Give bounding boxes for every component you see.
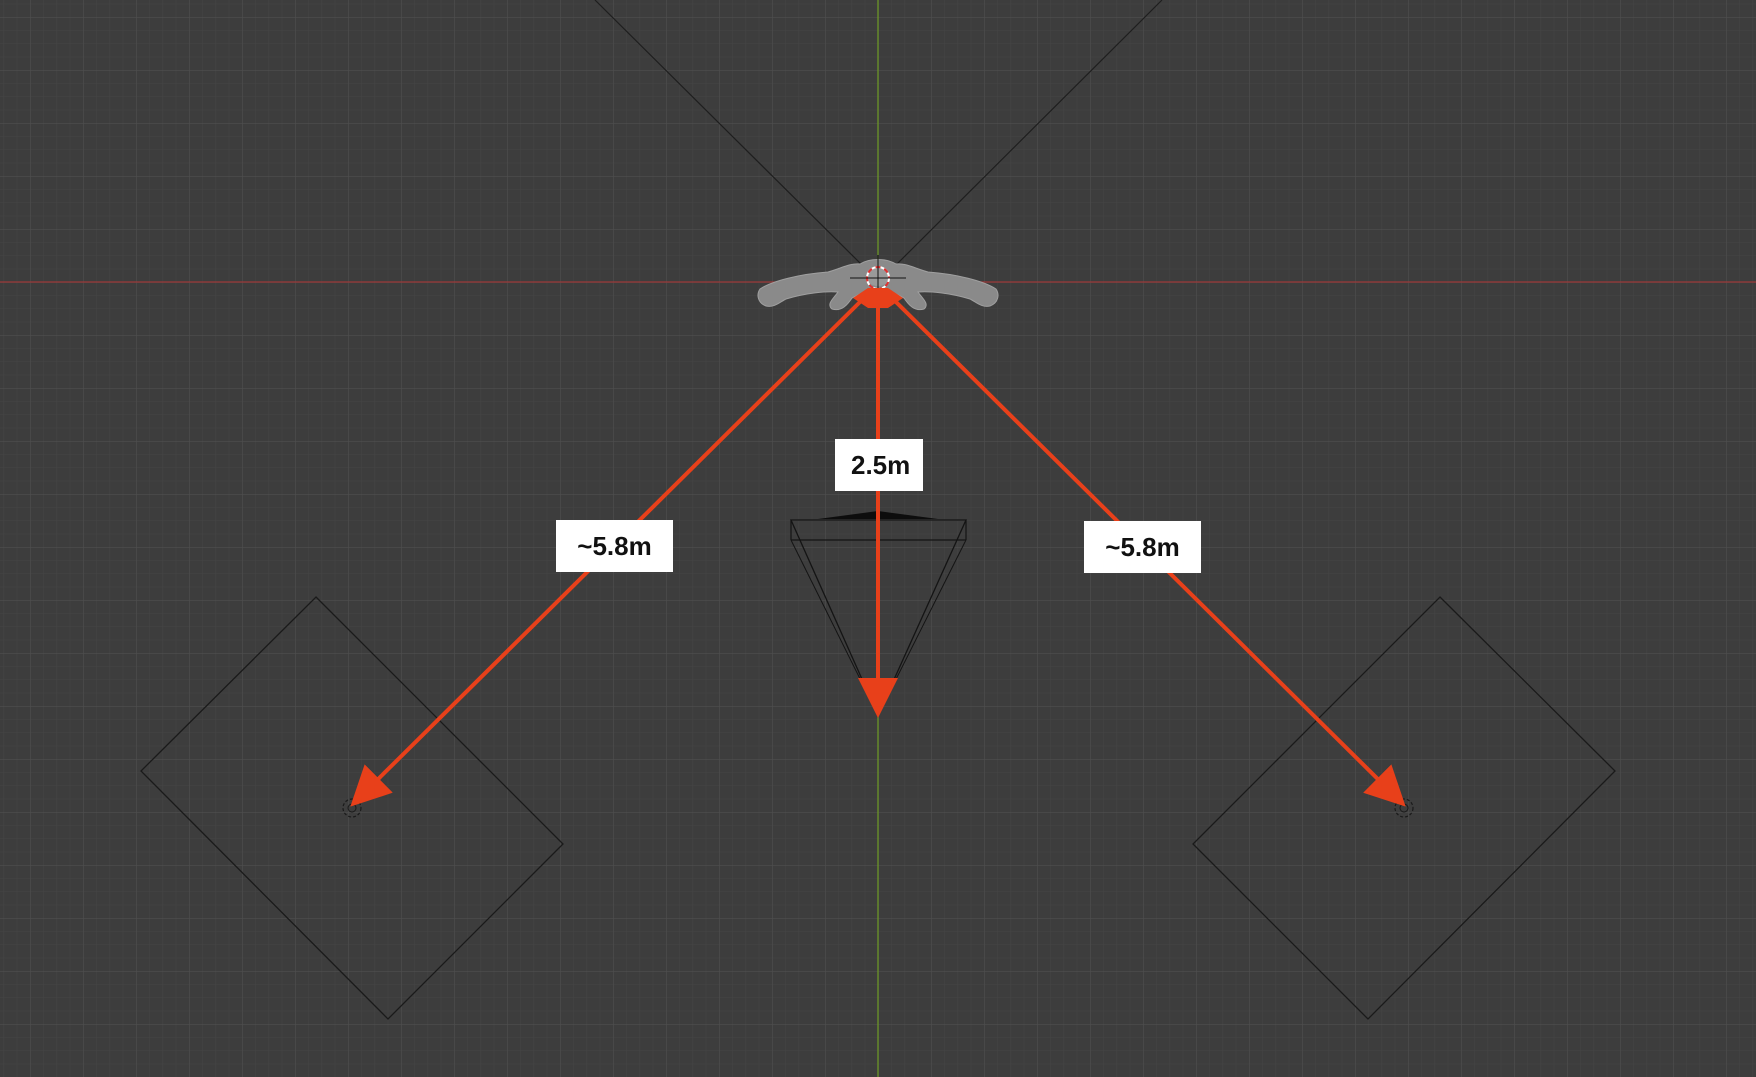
arrow-origin-marker: [853, 288, 903, 308]
distance-label-left-light: ~5.8m: [556, 520, 673, 572]
distance-label-right-light: ~5.8m: [1084, 521, 1201, 573]
guide-line-right: [895, 0, 1163, 266]
area-light-left-outline[interactable]: [140, 596, 564, 1020]
area-light-right-outline[interactable]: [1192, 596, 1616, 1020]
guide-line-left: [594, 0, 863, 266]
distance-label-camera: 2.5m: [835, 439, 923, 491]
